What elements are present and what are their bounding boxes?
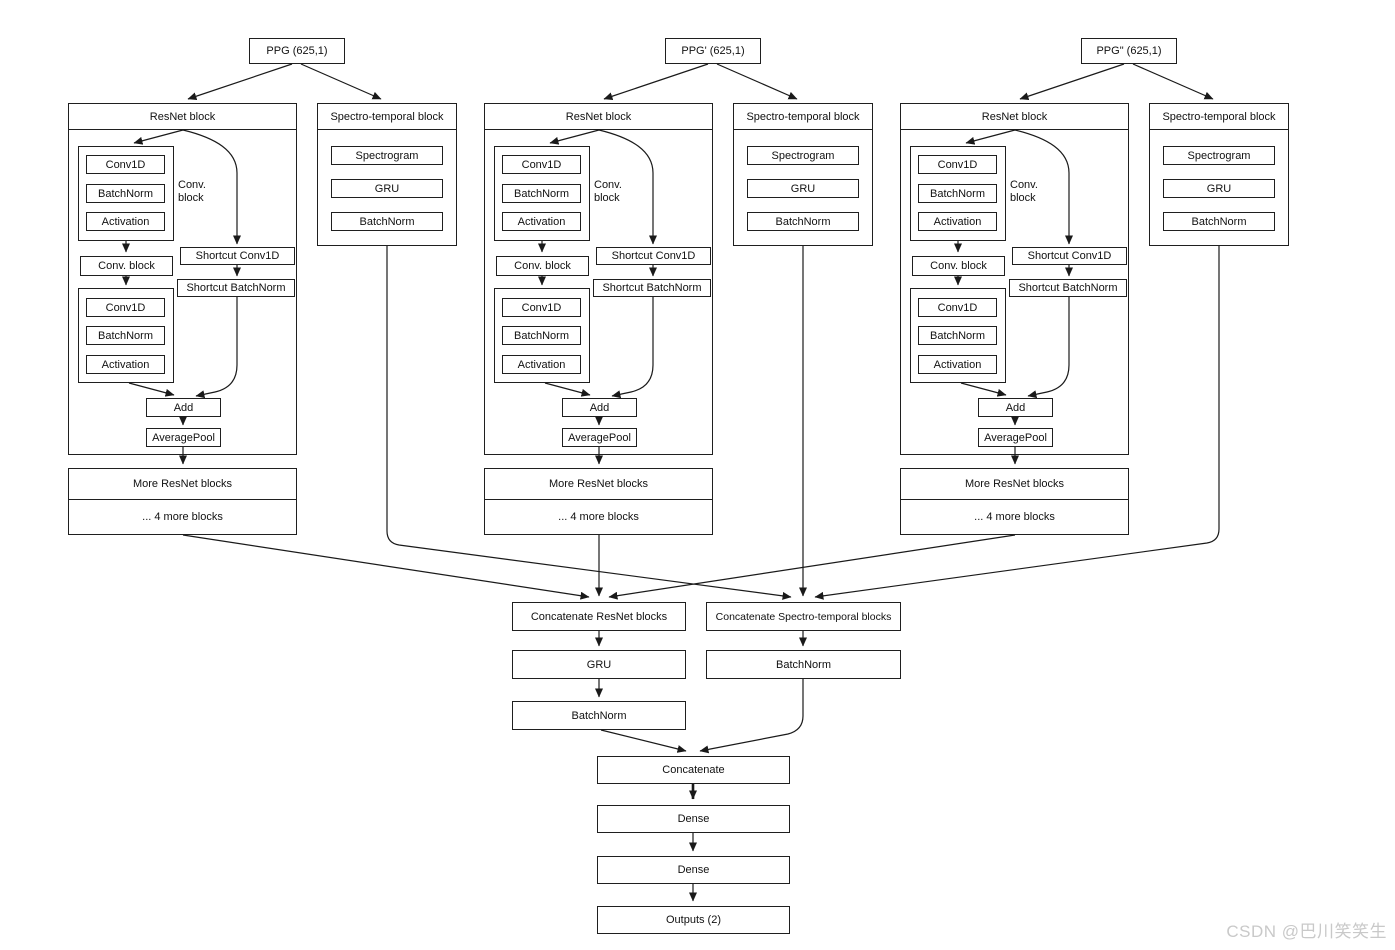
branch-ppg-double-prime: PPG" (625,1) ResNet block Conv1D BatchNo…: [832, 0, 1302, 560]
batchnorm-box: BatchNorm: [86, 326, 165, 345]
spectrogram-box: Spectrogram: [331, 146, 443, 165]
more-resnet-blocks-title: More ResNet blocks: [901, 469, 1128, 500]
activation-box: Activation: [502, 355, 581, 374]
conv1d-box: Conv1D: [502, 155, 581, 174]
activation-box: Activation: [86, 212, 165, 231]
more-blocks-note: ... 4 more blocks: [901, 500, 1128, 534]
activation-box: Activation: [86, 355, 165, 374]
conv1d-box: Conv1D: [502, 298, 581, 317]
resnet-block-title: ResNet block: [485, 104, 712, 130]
resnet-block-title: ResNet block: [901, 104, 1128, 130]
more-resnet-blocks-title: More ResNet blocks: [69, 469, 296, 500]
add-box: Add: [978, 398, 1053, 417]
resnet-block-title: ResNet block: [69, 104, 296, 130]
spectro-temporal-block-title: Spectro-temporal block: [318, 104, 456, 130]
batchnorm-box: BatchNorm: [502, 184, 581, 203]
more-resnet-blocks-title: More ResNet blocks: [485, 469, 712, 500]
shortcut-conv1d-box: Shortcut Conv1D: [596, 247, 711, 265]
more-blocks-note: ... 4 more blocks: [69, 500, 296, 534]
activation-box: Activation: [918, 212, 997, 231]
gru-box: GRU: [1163, 179, 1275, 198]
conv-block-box: Conv. block: [912, 256, 1005, 276]
conv-block-label: Conv. block: [1010, 179, 1065, 205]
conv1d-box: Conv1D: [86, 155, 165, 174]
concatenate-box: Concatenate: [597, 756, 790, 784]
conv-block-label: Conv. block: [594, 179, 649, 205]
fusion-gru-box: GRU: [512, 650, 686, 679]
input-ppg-double-prime-box: PPG" (625,1): [1081, 38, 1177, 64]
input-ppg-box: PPG (625,1): [249, 38, 345, 64]
conv1d-box: Conv1D: [86, 298, 165, 317]
shortcut-conv1d-box: Shortcut Conv1D: [180, 247, 295, 265]
fusion-batchnorm-spectro-box: BatchNorm: [706, 650, 901, 679]
dense-box-2: Dense: [597, 856, 790, 884]
spectro-temporal-block-title: Spectro-temporal block: [1150, 104, 1288, 130]
averagepool-box: AveragePool: [978, 428, 1053, 447]
activation-box: Activation: [502, 212, 581, 231]
conv1d-box: Conv1D: [918, 298, 997, 317]
concat-spectro-box: Concatenate Spectro-temporal blocks: [706, 602, 901, 631]
branch-ppg-prime: PPG' (625,1) ResNet block Conv1D BatchNo…: [416, 0, 886, 560]
gru-box: GRU: [331, 179, 443, 198]
concat-resnet-box: Concatenate ResNet blocks: [512, 602, 686, 631]
shortcut-conv1d-box: Shortcut Conv1D: [1012, 247, 1127, 265]
dense-box-1: Dense: [597, 805, 790, 833]
fusion-batchnorm-resnet-box: BatchNorm: [512, 701, 686, 730]
batchnorm-box: BatchNorm: [331, 212, 443, 231]
conv1d-box: Conv1D: [918, 155, 997, 174]
branch-ppg: PPG (625,1) ResNet block Conv1D BatchNor…: [0, 0, 470, 560]
shortcut-batchnorm-box: Shortcut BatchNorm: [1009, 279, 1127, 297]
batchnorm-box: BatchNorm: [918, 326, 997, 345]
input-ppg-prime-box: PPG' (625,1): [665, 38, 761, 64]
activation-box: Activation: [918, 355, 997, 374]
conv-block-label: Conv. block: [178, 179, 233, 205]
batchnorm-box: BatchNorm: [918, 184, 997, 203]
averagepool-box: AveragePool: [562, 428, 637, 447]
conv-block-box: Conv. block: [496, 256, 589, 276]
shortcut-batchnorm-box: Shortcut BatchNorm: [593, 279, 711, 297]
more-blocks-note: ... 4 more blocks: [485, 500, 712, 534]
batchnorm-box: BatchNorm: [86, 184, 165, 203]
shortcut-batchnorm-box: Shortcut BatchNorm: [177, 279, 295, 297]
outputs-box: Outputs (2): [597, 906, 790, 934]
averagepool-box: AveragePool: [146, 428, 221, 447]
batchnorm-box: BatchNorm: [1163, 212, 1275, 231]
spectrogram-box: Spectrogram: [1163, 146, 1275, 165]
add-box: Add: [562, 398, 637, 417]
conv-block-box: Conv. block: [80, 256, 173, 276]
batchnorm-box: BatchNorm: [502, 326, 581, 345]
add-box: Add: [146, 398, 221, 417]
csdn-watermark: CSDN @巴川笑笑生: [1226, 922, 1387, 941]
